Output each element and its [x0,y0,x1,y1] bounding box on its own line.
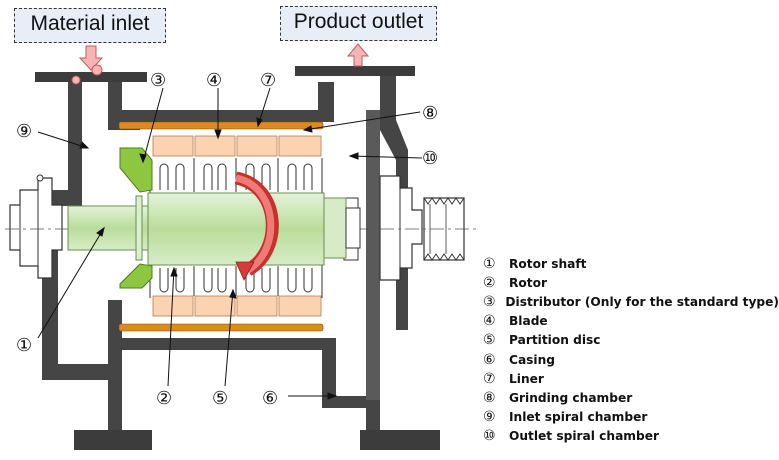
legend-number: ⑩ [483,428,496,445]
legend-number: ③ [483,293,496,310]
material-inlet-label: Material inlet [14,8,166,43]
distributor-bottom [119,263,153,289]
legend-label: Rotor shaft [509,256,587,271]
legend-number: ④ [483,313,496,330]
legend-item: ⑨ Inlet spiral chamber [483,408,779,427]
legend-label: Grinding chamber [509,390,633,405]
rotor-slots [159,163,313,293]
rotor-shaft-body [147,192,325,266]
shaft-collar [135,195,143,261]
callout-6: ⑥ [262,388,278,409]
liner-bottom [118,323,324,332]
legend-label: Blade [509,314,548,329]
legend-label: Rotor [509,275,547,290]
casing-bottom-wall [120,338,366,408]
callout-9: ⑨ [16,121,32,142]
liner-top [118,121,324,130]
legend-number: ⑥ [483,351,496,368]
callout-10: ⑩ [422,148,438,169]
legend-label: Partition disc [509,333,601,348]
legend-item: ① Rotor shaft [483,254,779,273]
casing-right-leg [366,400,380,430]
particle-dot [71,75,81,85]
product-outlet-label: Product outlet [280,6,437,41]
outlet-up-arrow-icon [346,43,370,67]
legend-number: ⑧ [483,389,496,406]
shaft-end [345,207,361,249]
callout-markers: ③ ④ ⑦ ⑧ ⑨ ⑩ ① ② ⑤ ⑥ [16,70,438,409]
legend-number: ⑨ [483,409,496,426]
rotor-shaft-left [67,205,149,251]
legend-number: ⑦ [483,370,496,387]
casing-right-wall [366,110,380,400]
legend-label: Liner [509,371,544,386]
callout-3: ③ [150,70,166,91]
distributor-top [119,147,153,193]
left-bearing-housing [9,174,63,279]
callout-4: ④ [206,70,222,91]
callout-8: ⑧ [422,103,438,124]
left-foot [74,430,152,450]
callout-1: ① [16,335,32,356]
rotor-shaft-right [323,197,347,259]
legend-item: ⑤ Partition disc [483,331,779,350]
legend-label: Distributor (Only for the standard type) [505,294,779,309]
legend-item: ④ Blade [483,312,779,331]
inlet-down-arrow-icon [71,45,104,85]
legend-label: Outlet spiral chamber [509,429,660,444]
inlet-flange [35,72,147,82]
legend-item: ② Rotor [483,273,779,292]
legend-number: ⑤ [483,332,496,349]
legend-label: Inlet spiral chamber [509,410,648,425]
rotation-arrow-icon [234,171,279,281]
legend-item: ⑦ Liner [483,369,779,388]
particle-dot [91,64,103,76]
callout-2: ② [156,388,172,409]
legend-item: ⑥ Casing [483,350,779,369]
parts-legend: ① Rotor shaft ② Rotor ③ Distributor (Only f… [483,254,779,446]
leader-lines [37,87,423,400]
legend-item: ③ Distributor (Only for the standard type… [483,292,779,311]
outlet-flange [295,66,415,76]
legend-item: ⑧ Grinding chamber [483,388,779,407]
casing-top-wall [120,82,334,122]
legend-number: ② [483,274,496,291]
right-foot [360,430,440,450]
legend-item: ⑩ Outlet spiral chamber [483,427,779,446]
blades-top [152,135,322,157]
callout-7: ⑦ [260,70,276,91]
blades-bottom [152,295,322,317]
legend-label: Casing [509,352,556,367]
callout-5: ⑤ [212,388,228,409]
legend-number: ① [483,255,496,272]
casing-left-leg [108,364,122,430]
